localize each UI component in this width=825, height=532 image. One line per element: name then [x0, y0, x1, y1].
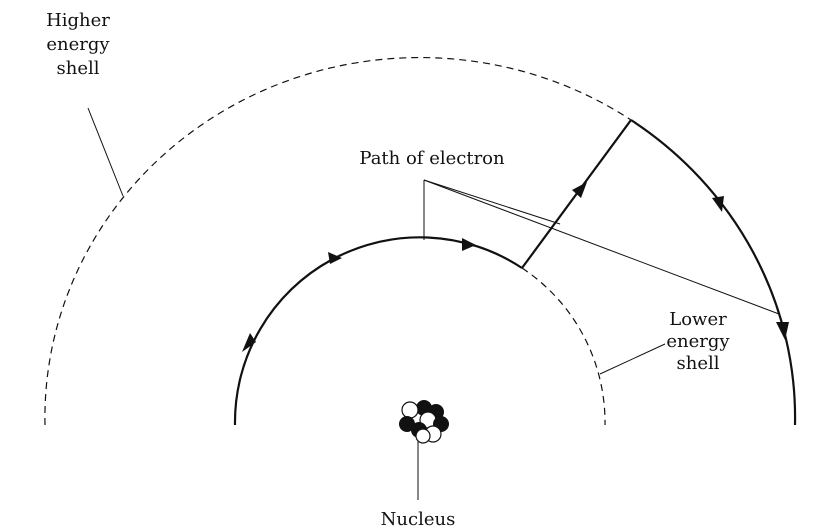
higher-shell-label-line2: energy	[46, 34, 110, 55]
arrow-outer-lower	[776, 322, 789, 340]
lower-shell-leader	[599, 343, 666, 375]
arrow-outer-upper	[712, 196, 724, 212]
lower-energy-shell	[521, 267, 606, 426]
higher-shell-leader	[87, 107, 124, 197]
lower-shell-label-line1: Lower	[669, 309, 727, 330]
arrow-jump	[572, 182, 587, 198]
higher-energy-shell	[44, 56, 632, 426]
nucleus-icon	[399, 400, 449, 444]
higher-shell-label-line1: Higher	[46, 10, 110, 31]
nucleus-label: Nucleus	[381, 509, 456, 530]
path-leader-to-outer	[423, 179, 780, 315]
path-of-electron-label: Path of electron	[359, 148, 505, 169]
lower-shell-label-line3: shell	[677, 353, 720, 374]
inner-orbit-path	[233, 236, 523, 426]
higher-shell-label-line3: shell	[57, 58, 100, 79]
arrow-inner-upper	[328, 252, 342, 264]
path-leader-to-jump	[423, 179, 561, 225]
outer-orbit-path	[630, 119, 797, 426]
arrow-inner-left	[242, 333, 256, 352]
lower-shell-label-line2: energy	[666, 331, 730, 352]
arrow-inner-top	[462, 238, 476, 251]
